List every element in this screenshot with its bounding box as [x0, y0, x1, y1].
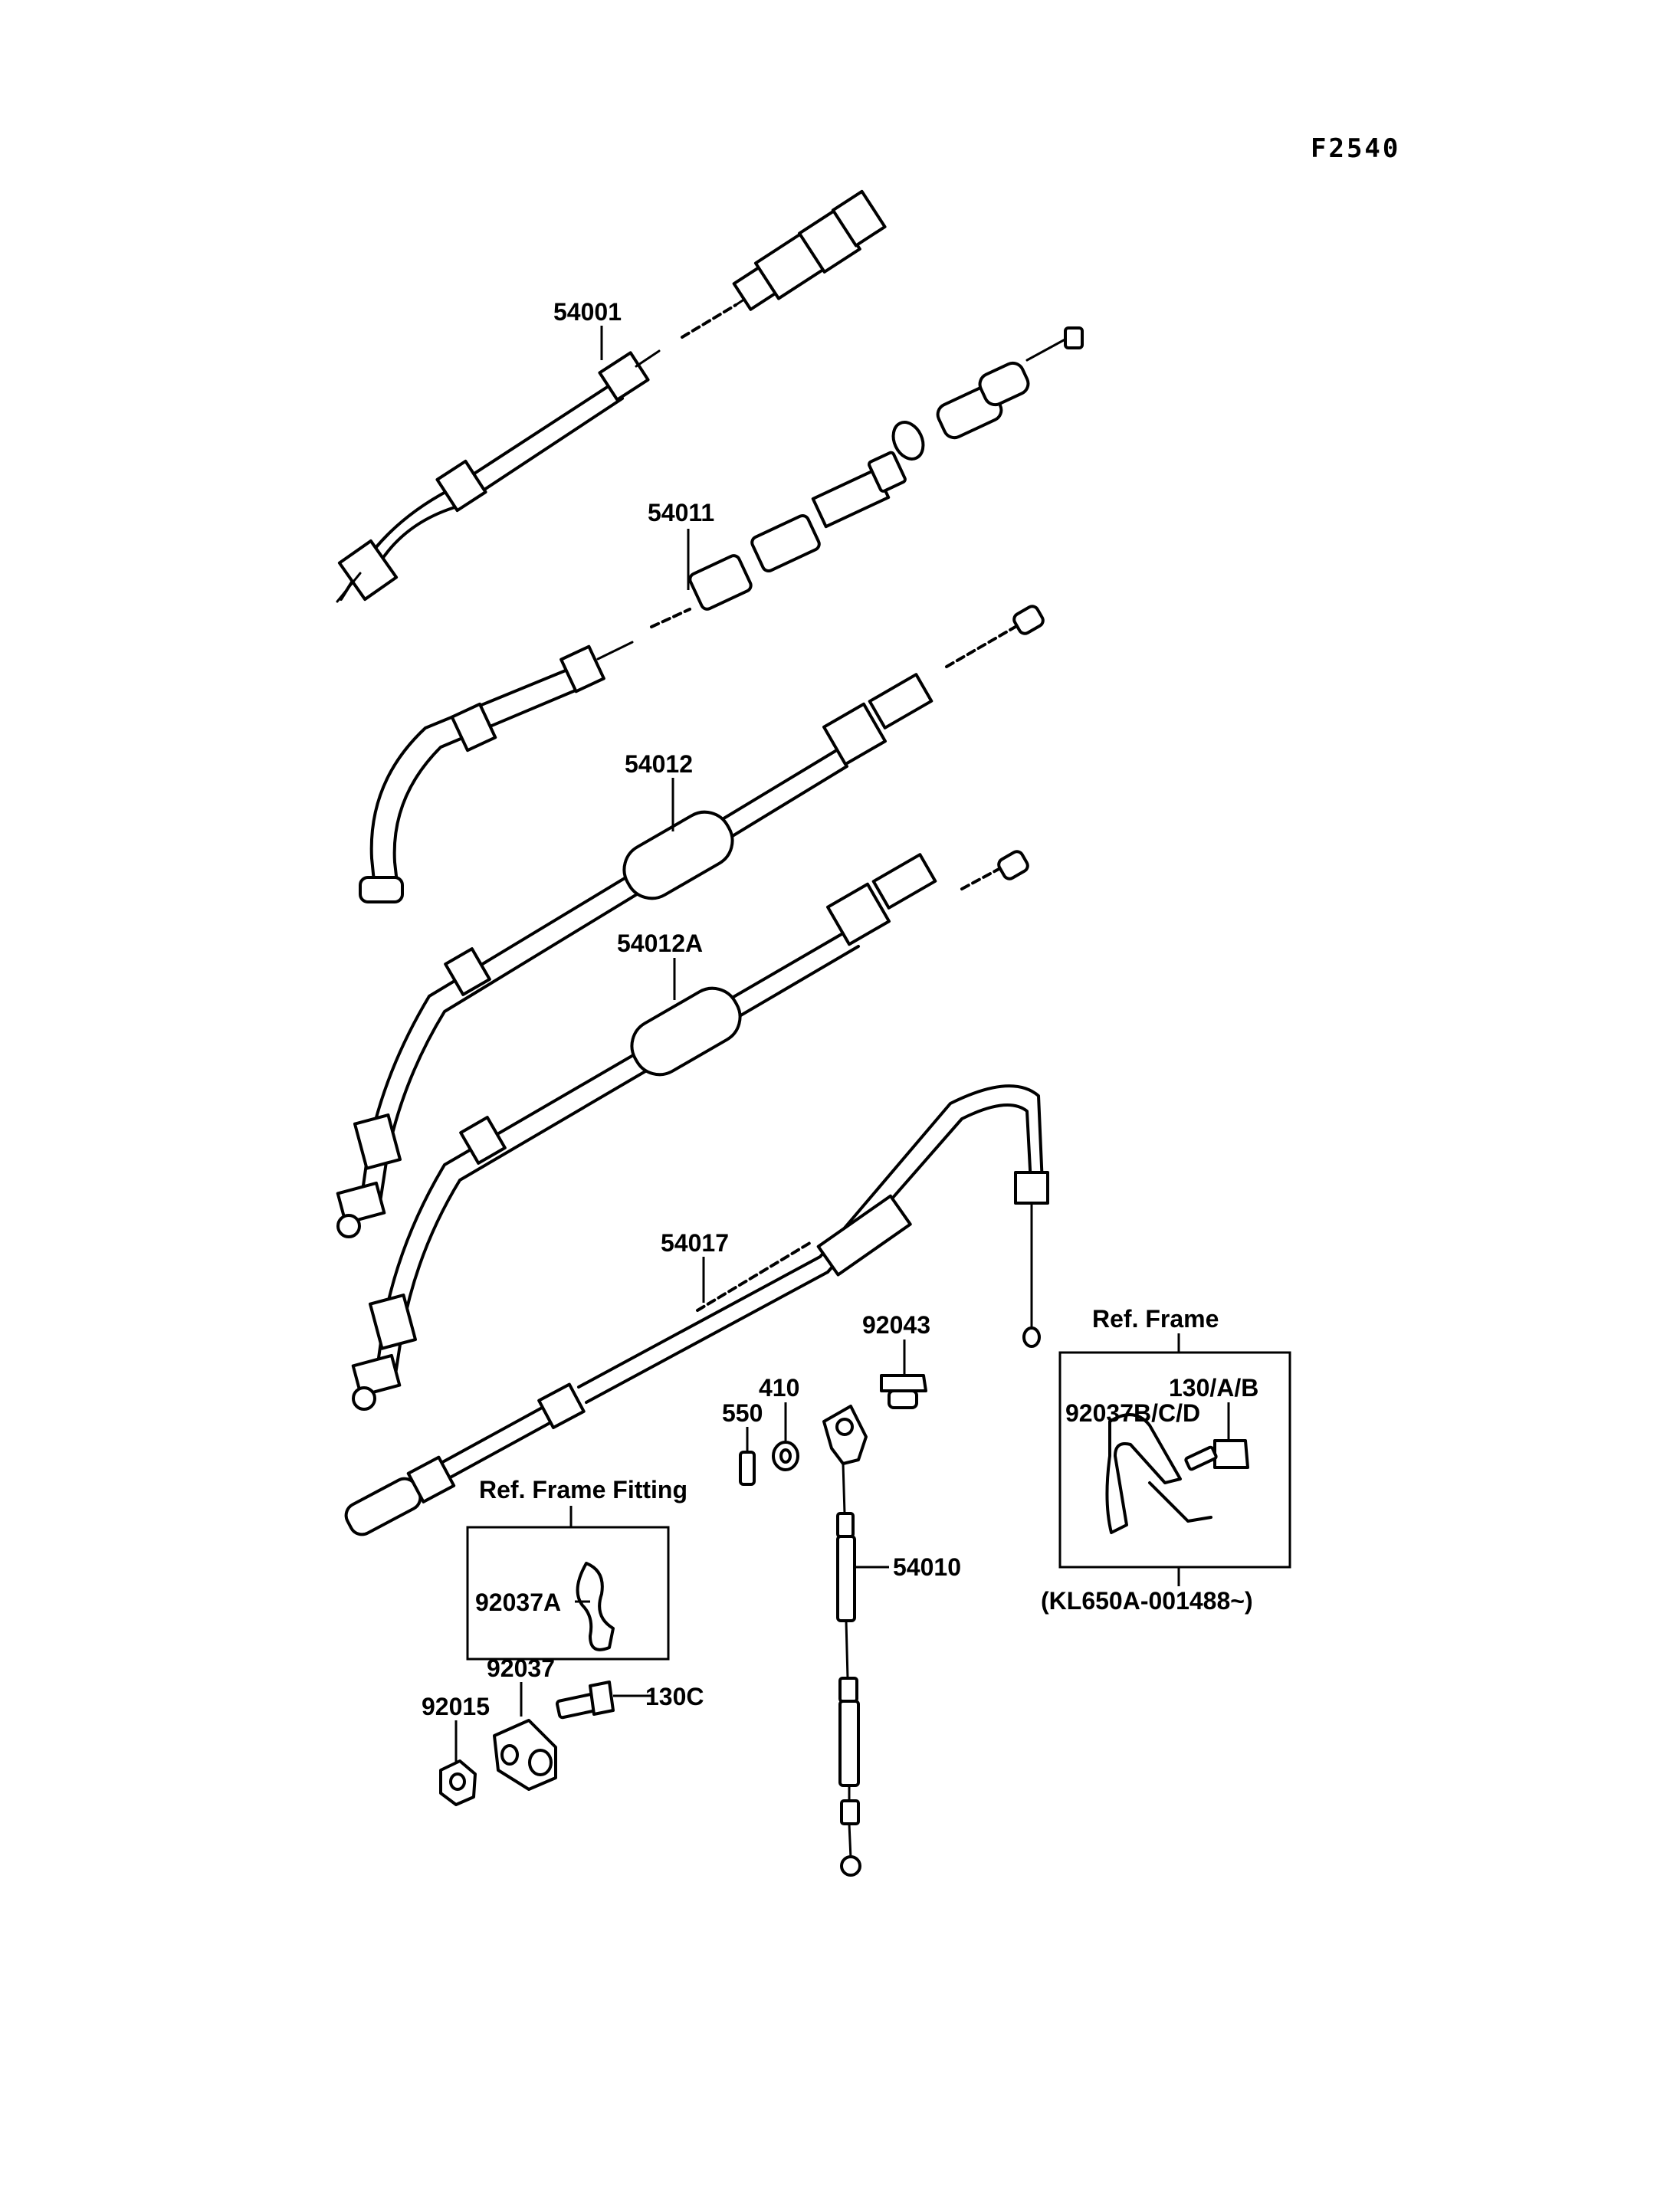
- ref-frame-fitting-title: Ref. Frame Fitting: [479, 1476, 687, 1503]
- label-550: 550: [722, 1399, 763, 1427]
- label-92037a: 92037A: [475, 1589, 561, 1616]
- cable-end-54011: [359, 876, 404, 903]
- label-92015: 92015: [422, 1693, 490, 1720]
- label-130-a-b: 130/A/B: [1169, 1374, 1258, 1402]
- ref-frame-box: [1058, 1333, 1291, 1586]
- label-54012A: 54012A: [617, 930, 703, 957]
- bolt-92043: [880, 1340, 927, 1409]
- label-54010: 54010: [893, 1553, 961, 1581]
- bolt-130c: [556, 1681, 653, 1720]
- washer-410: [772, 1402, 799, 1471]
- label-54012: 54012: [625, 750, 693, 778]
- ref-frame-note: (KL650A-001488~): [1041, 1587, 1253, 1615]
- clamp-92037: [493, 1682, 557, 1791]
- label-92037: 92037: [487, 1654, 555, 1682]
- ref-frame-title: Ref. Frame: [1092, 1305, 1219, 1333]
- ref-frame-fitting-box: [466, 1506, 670, 1661]
- label-92037b-c-d: 92037B/C/D: [1065, 1399, 1200, 1427]
- cable-54012: [336, 605, 1045, 1238]
- cable-54017: [344, 1084, 1049, 1536]
- cable-54011: [359, 326, 1084, 903]
- figure-code: F2540: [1311, 133, 1400, 164]
- label-130c: 130C: [645, 1683, 704, 1710]
- label-92043: 92043: [862, 1311, 930, 1339]
- label-54011: 54011: [648, 499, 714, 526]
- cable-54012A: [351, 850, 1029, 1411]
- nut-92015: [439, 1720, 477, 1806]
- cable-54010: [822, 1405, 868, 1877]
- pin-550: [739, 1427, 756, 1486]
- label-54001: 54001: [553, 298, 622, 326]
- label-54017: 54017: [661, 1229, 729, 1257]
- cable-54001: [336, 189, 887, 603]
- label-410: 410: [759, 1374, 799, 1402]
